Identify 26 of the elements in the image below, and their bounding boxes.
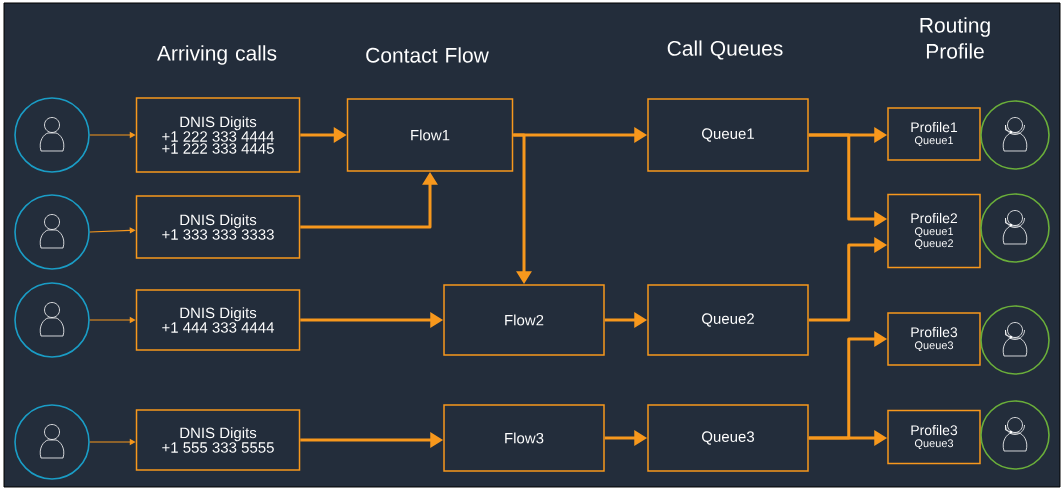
profile-box: Profile3 Queue3 <box>887 409 981 465</box>
column-heading: Arriving calls <box>156 45 277 65</box>
column-heading: Contact Flow <box>366 47 489 63</box>
caller-icon <box>14 194 90 270</box>
caller-icon <box>14 97 90 173</box>
number-box: DNIS Digits +1 222 333 4444 +1 222 333 4445 <box>135 97 301 173</box>
caller-icon <box>14 282 90 358</box>
queue-box: Queue3 <box>647 404 809 472</box>
flow-box: Flow3 <box>443 404 605 472</box>
agent-icon <box>980 100 1050 170</box>
queue-box: Queue2 <box>647 284 809 356</box>
caller-icon <box>14 404 90 480</box>
column-heading: Routing Profile <box>920 17 990 59</box>
flow-box: Flow2 <box>443 284 605 356</box>
profile-box: Profile2 Queue1 Queue2 <box>887 193 981 269</box>
column-heading: Call Queues <box>667 40 783 60</box>
agent-icon <box>980 305 1050 375</box>
number-box: DNIS Digits +1 444 333 4444 <box>135 289 301 351</box>
profile-box: Profile3 Queue3 <box>887 312 981 366</box>
agent-icon <box>980 193 1050 263</box>
queue-box: Queue1 <box>647 98 809 172</box>
number-box: DNIS Digits +1 333 333 3333 <box>135 195 301 259</box>
number-box: DNIS Digits +1 555 333 5555 <box>135 409 301 471</box>
agent-icon <box>980 400 1050 470</box>
profile-box: Profile1 Queue1 <box>887 107 981 161</box>
flow-box: Flow1 <box>346 98 514 172</box>
